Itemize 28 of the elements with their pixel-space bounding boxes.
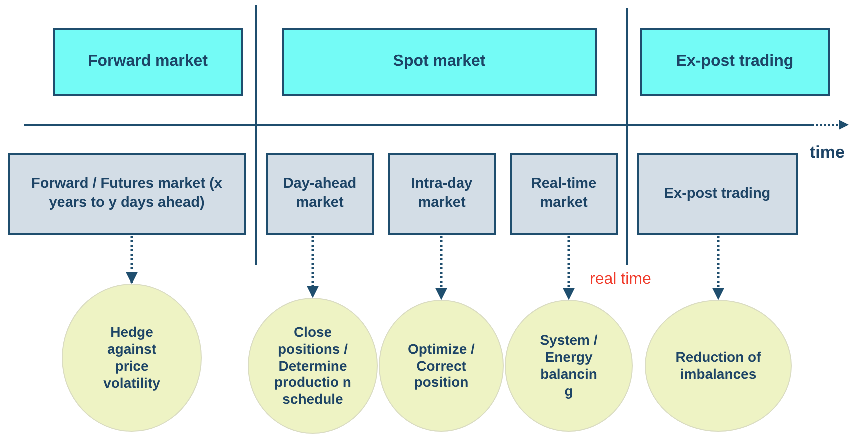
arrow	[435, 236, 448, 300]
market-box	[8, 153, 246, 235]
arrow	[562, 236, 576, 300]
market-box	[510, 153, 618, 235]
node-text: Intra-day market	[410, 175, 474, 213]
market-box	[637, 153, 798, 235]
market-box	[266, 153, 374, 235]
phase-box	[640, 28, 830, 96]
arrow	[306, 236, 320, 298]
market-box	[388, 153, 496, 235]
marker-label: real time	[590, 271, 652, 289]
node-text: Close positions / Determine productio n schedule	[274, 324, 352, 408]
phase-box	[282, 28, 597, 96]
node-text: Ex-post trading	[676, 53, 794, 71]
node-text: Forward / Futures market (x years to y days ahead)	[30, 175, 224, 213]
node-text: System / Energy balancin g	[539, 332, 599, 400]
node-text: Real-time market	[530, 175, 598, 213]
phase-box	[53, 28, 243, 96]
node-text: Reduction of imbalances	[674, 349, 762, 383]
node-text: Ex-post trading	[664, 184, 771, 204]
axis-label: time	[810, 143, 845, 163]
node-text: Day-ahead market	[282, 175, 358, 213]
arrow	[712, 236, 725, 300]
node-text: Forward market	[88, 53, 208, 71]
node-text: Hedge against price volatility	[102, 324, 162, 392]
node-text: Optimize / Correct position	[408, 340, 476, 392]
node-text: Spot market	[393, 53, 486, 71]
arrow	[126, 236, 138, 284]
